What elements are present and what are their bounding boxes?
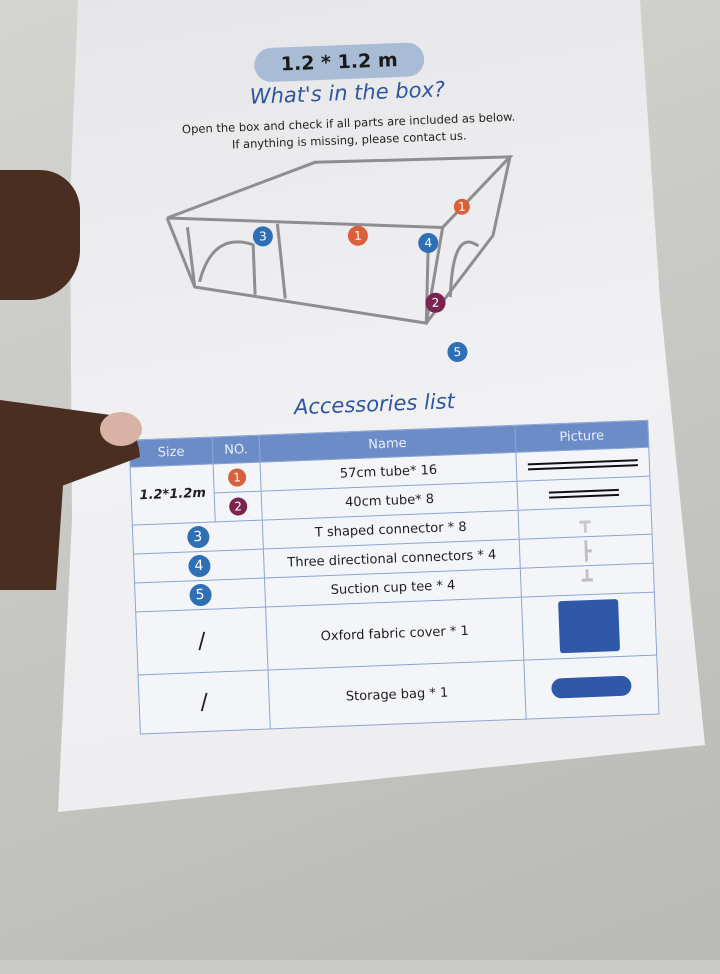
no-number-mark: / <box>199 689 209 715</box>
diagram-marker-1: 1 <box>347 225 368 246</box>
heading-whats-in-box: What's in the box? <box>249 77 446 109</box>
item-name: Oxford fabric cover * 1 <box>265 597 524 670</box>
diagram-marker-1b: 1 <box>453 198 470 215</box>
svg-text:1: 1 <box>354 229 362 243</box>
accessories-heading: Accessories list <box>293 389 456 420</box>
playpen-diagram: 1 1 2 3 4 5 <box>165 155 514 362</box>
number-badge: 2 <box>228 497 248 516</box>
no-number-mark: / <box>197 628 207 654</box>
svg-text:3: 3 <box>259 229 267 243</box>
diagram-marker-3: 3 <box>252 226 273 247</box>
header-no: NO. <box>212 435 261 464</box>
number-badge: 3 <box>186 525 210 549</box>
hand-top-left <box>0 170 80 300</box>
number-badge: 1 <box>227 468 247 487</box>
svg-text:2: 2 <box>431 296 439 310</box>
number-badge: 4 <box>187 554 211 578</box>
item-name: Storage bag * 1 <box>268 660 527 729</box>
diagram-marker-4: 4 <box>418 233 439 254</box>
accessories-table: Size NO. Name Picture 1.2*1.2m 1 57cm tu… <box>128 419 660 735</box>
fabric-cover-icon <box>521 592 657 661</box>
diagram-marker-5: 5 <box>447 341 468 362</box>
size-badge: 1.2 * 1.2 m <box>253 42 425 83</box>
size-cell: 1.2*1.2m <box>130 463 216 526</box>
svg-text:4: 4 <box>424 236 432 250</box>
svg-text:1: 1 <box>458 200 466 214</box>
svg-text:5: 5 <box>453 345 461 359</box>
storage-bag-icon <box>523 655 659 720</box>
thumbnail <box>100 412 142 446</box>
diagram-marker-2: 2 <box>425 292 446 313</box>
number-badge: 5 <box>188 583 212 607</box>
header-size: Size <box>129 436 214 468</box>
